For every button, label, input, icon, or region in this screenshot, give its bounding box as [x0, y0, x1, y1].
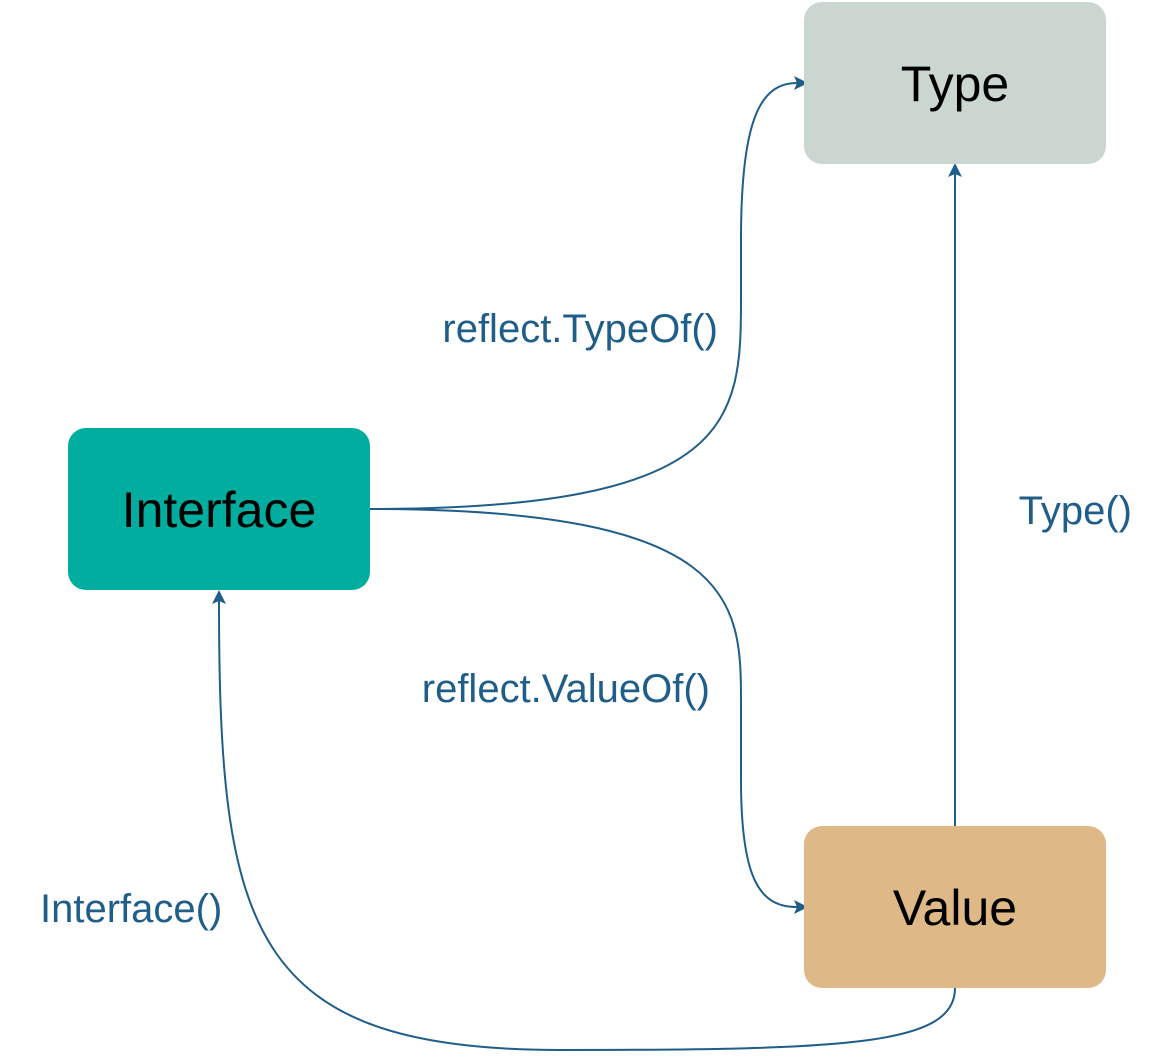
edge-label-type-method: Type() — [1019, 489, 1132, 533]
edge-type-method-arrowhead — [948, 163, 962, 177]
node-value-box — [804, 826, 1106, 988]
edge-valueof — [369, 508, 798, 908]
edge-typeof — [369, 82, 798, 510]
node-interface-label: Interface — [122, 482, 317, 538]
edge-label-typeof: reflect.TypeOf() — [442, 307, 718, 351]
node-value-label: Value — [893, 880, 1017, 936]
node-interface-box — [68, 428, 370, 590]
edge-label-interface-method: Interface() — [40, 887, 222, 931]
edge-interface-method — [218, 600, 956, 1052]
node-interface: Interface — [68, 428, 370, 590]
edges — [212, 76, 962, 1052]
edge-interface-method-arrowhead — [212, 590, 226, 604]
node-value: Value — [804, 826, 1106, 988]
node-type-box — [804, 2, 1106, 164]
node-type: Type — [804, 2, 1106, 164]
edge-label-valueof: reflect.ValueOf() — [422, 667, 710, 711]
edge-typeof-arrowhead — [794, 76, 808, 90]
edge-labels: reflect.TypeOf() reflect.ValueOf() Type(… — [40, 307, 1132, 931]
edge-valueof-arrowhead — [794, 900, 808, 914]
node-type-label: Type — [901, 56, 1009, 112]
